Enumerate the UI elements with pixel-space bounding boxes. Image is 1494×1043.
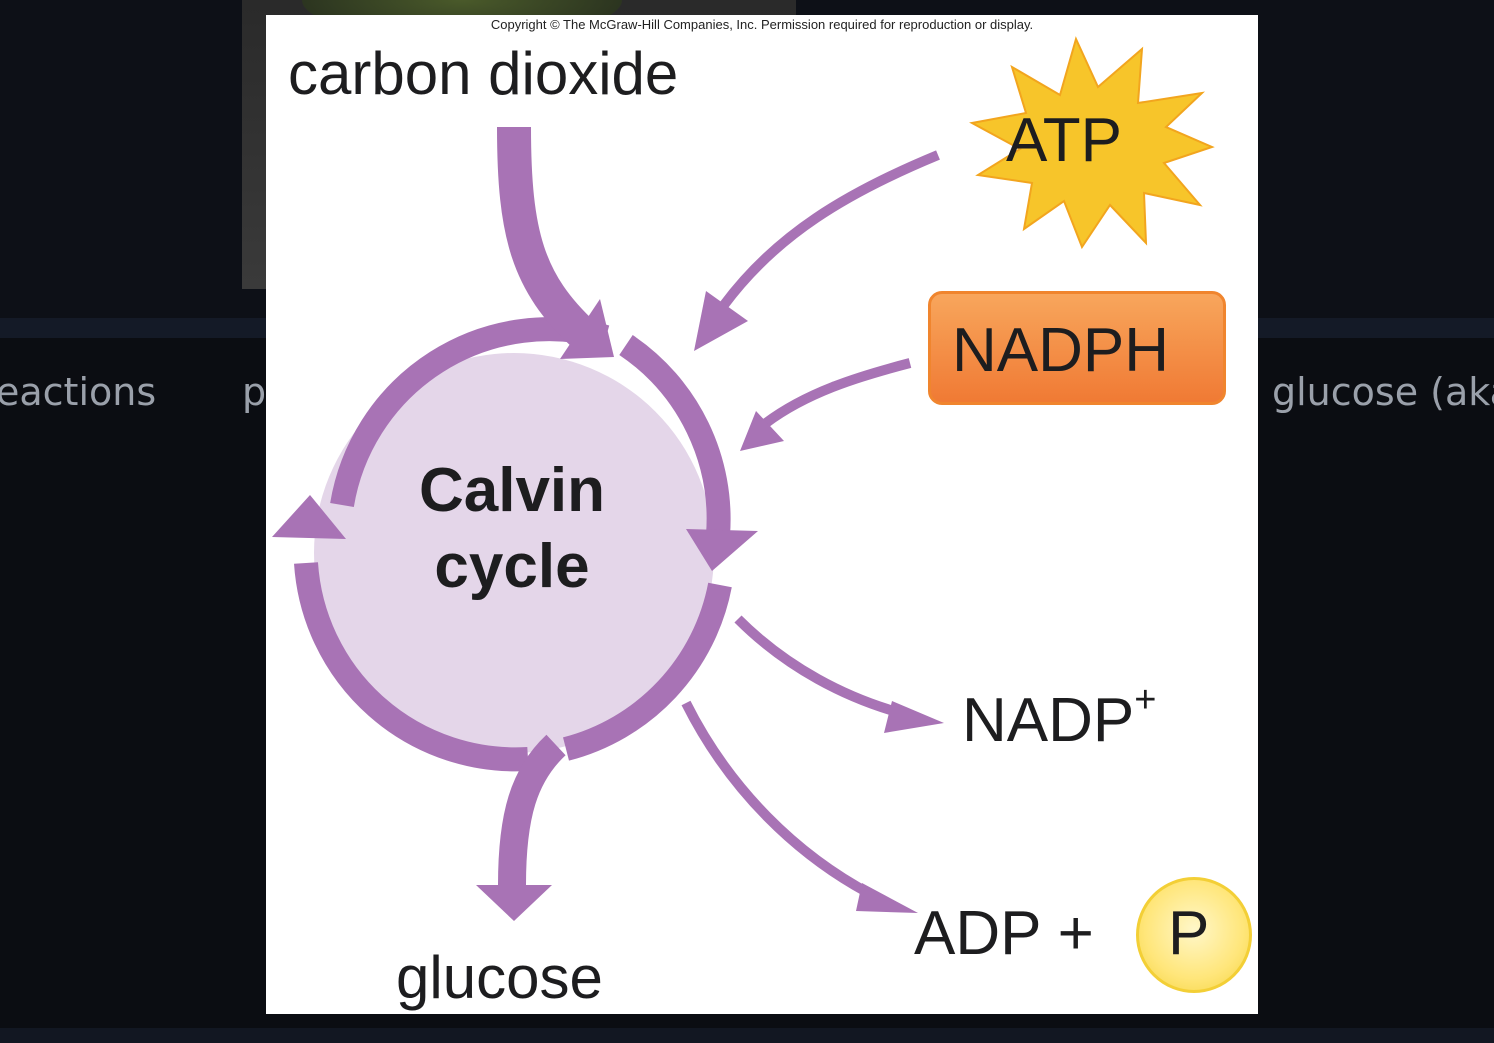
calvin-cycle-diagram: Copyright © The McGraw-Hill Companies, I…: [266, 15, 1258, 1014]
nadp-label: NADP+: [962, 679, 1156, 756]
atp-arrow: [719, 150, 940, 308]
adp-arrowhead: [856, 883, 918, 913]
cycle-arc-bottom-right: [562, 582, 732, 761]
carbon-dioxide-arrow: [497, 126, 596, 348]
phosphate-circle: [1136, 877, 1252, 993]
bottom-background-band: [0, 1028, 1494, 1043]
atp-arrowhead: [694, 291, 748, 351]
calvin-cycle-circle: [314, 353, 714, 753]
cycle-arc-left: [294, 562, 529, 772]
cycle-arrowhead-right: [686, 529, 758, 571]
copyright-notice: Copyright © The McGraw-Hill Companies, I…: [490, 17, 1034, 32]
nadp-text: NADP: [962, 686, 1135, 755]
background-label-p: p: [242, 370, 267, 414]
background-label-reactions: eactions: [0, 370, 157, 414]
nadp-arrow: [734, 615, 910, 720]
cycle-arrowhead-left: [272, 495, 346, 539]
glucose-arrowhead: [476, 885, 552, 921]
nadph-box: [928, 291, 1226, 405]
diagram-graphics: [272, 36, 1215, 921]
nadph-label: NADPH: [952, 316, 1170, 385]
adp-arrow: [681, 700, 883, 904]
background-label-glucose: glucose (aka: [1272, 370, 1494, 414]
cycle-arc-right: [619, 335, 731, 536]
nadph-arrowhead: [740, 411, 784, 451]
phosphate-label: P: [1168, 899, 1210, 968]
nadp-arrowhead: [884, 701, 944, 733]
atp-label: ATP: [1006, 106, 1122, 175]
carbon-dioxide-label: carbon dioxide: [288, 40, 679, 107]
calvin-cycle-label: Calvin cycle: [418, 456, 606, 601]
nadph-arrow: [763, 358, 912, 428]
glucose-label: glucose: [396, 944, 603, 1011]
atp-starburst: [969, 36, 1215, 250]
glucose-arrow: [498, 734, 566, 886]
nadp-superscript: +: [1134, 679, 1157, 721]
adp-label: ADP +: [914, 899, 1094, 968]
carbon-dioxide-arrowhead: [560, 299, 614, 359]
